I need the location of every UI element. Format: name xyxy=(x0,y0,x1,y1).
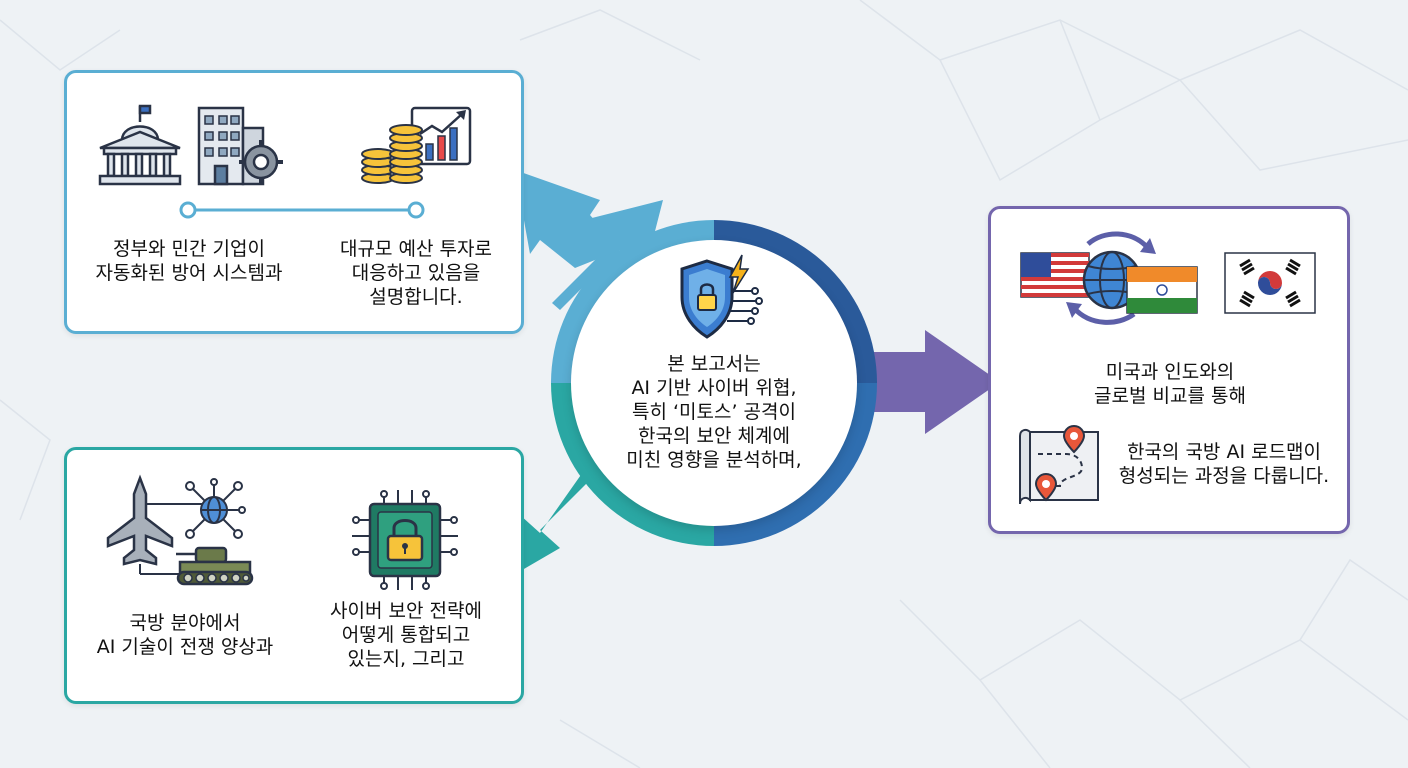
top-left-left-text: 정부와 민간 기업이 자동화된 방어 시스템과 xyxy=(84,237,294,285)
center-line-1: 본 보고서는 xyxy=(667,353,761,375)
center-line-4: 한국의 보안 체계에 xyxy=(638,425,790,447)
tl-left-line-2: 자동화된 방어 시스템과 xyxy=(95,262,283,284)
tl-right-line-3: 설명합니다. xyxy=(369,286,463,308)
bl-right-line-2: 어떻게 통합되고 xyxy=(341,624,471,646)
tl-right-line-1: 대규모 예산 투자로 xyxy=(340,238,492,260)
korea-flag-icon xyxy=(1224,252,1316,314)
government-building-icon xyxy=(98,104,182,186)
right-top-text: 미국과 인도와의 글로벌 비교를 통해 xyxy=(1060,360,1280,408)
tl-right-line-2: 대응하고 있음을 xyxy=(351,262,481,284)
center-line-5: 미친 영향을 분석하며, xyxy=(626,449,802,471)
tl-left-line-1: 정부와 민간 기업이 xyxy=(113,238,265,260)
connector-line-icon xyxy=(179,201,425,219)
corporate-building-gear-icon xyxy=(197,106,283,186)
bl-left-line-1: 국방 분야에서 xyxy=(129,612,241,634)
center-line-2: AI 기반 사이버 위협, xyxy=(631,377,797,399)
us-flag-icon xyxy=(1020,252,1090,298)
shield-lock-icon xyxy=(680,254,763,339)
top-left-right-text: 대규모 예산 투자로 대응하고 있음을 설명합니다. xyxy=(316,237,516,309)
india-flag-icon xyxy=(1126,266,1198,314)
arrow-to-top-left xyxy=(515,170,663,310)
coins-chart-icon xyxy=(361,106,472,184)
bottom-left-right-text: 사이버 보안 전략에 어떻게 통합되고 있는지, 그리고 xyxy=(306,599,506,671)
r-bottom-line-2: 형성되는 과정을 다룹니다. xyxy=(1118,465,1330,487)
r-bottom-line-1: 한국의 국방 AI 로드맵이 xyxy=(1126,441,1322,463)
arrow-to-bottom-left xyxy=(505,462,600,580)
bl-left-line-2: AI 기술이 전쟁 양상과 xyxy=(96,636,274,658)
r-top-line-1: 미국과 인도와의 xyxy=(1105,361,1235,383)
circuit-chip-lock-icon xyxy=(352,490,458,590)
network-globe-icon xyxy=(185,478,246,539)
center-text: 본 보고서는 AI 기반 사이버 위협, 특히 ‘미토스’ 공격이 한국의 보안… xyxy=(571,352,857,472)
tank-icon xyxy=(176,546,254,586)
r-top-line-2: 글로벌 비교를 통해 xyxy=(1094,385,1246,407)
arrow-to-right xyxy=(860,330,1000,434)
bottom-left-left-text: 국방 분야에서 AI 기술이 전쟁 양상과 xyxy=(80,611,290,659)
center-line-3: 특히 ‘미토스’ 공격이 xyxy=(632,401,796,423)
roadmap-icon xyxy=(1019,424,1099,505)
right-bottom-text: 한국의 국방 AI 로드맵이 형성되는 과정을 다룹니다. xyxy=(1106,440,1342,488)
bl-right-line-1: 사이버 보안 전략에 xyxy=(330,600,482,622)
bl-right-line-3: 있는지, 그리고 xyxy=(347,648,465,670)
